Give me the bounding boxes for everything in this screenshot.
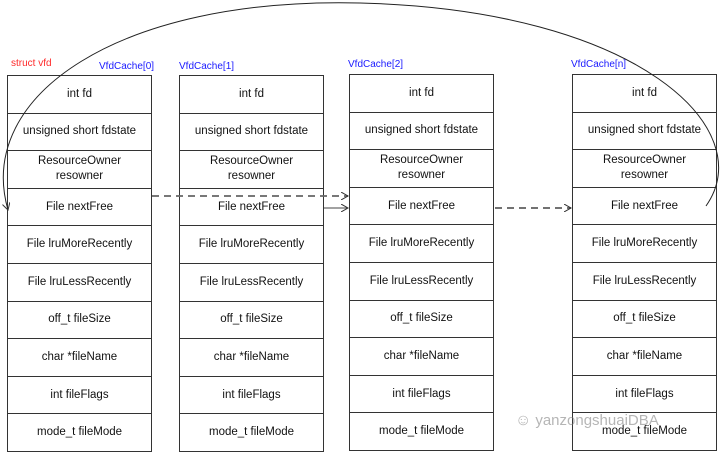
cache-label-1: VfdCache[1] [179, 61, 235, 72]
field-row: int fd [8, 76, 151, 114]
field-row: char *fileName [573, 338, 716, 376]
struct-label: struct vfd [11, 58, 52, 69]
field-row: unsigned short fdstate [573, 113, 716, 151]
field-row: char *fileName [350, 338, 493, 376]
field-row: int fileFlags [180, 377, 323, 415]
field-row: File nextFree [573, 188, 716, 226]
field-row: int fd [573, 75, 716, 113]
field-row: mode_t fileMode [180, 414, 323, 452]
field-row: mode_t fileMode [350, 413, 493, 451]
field-row: int fileFlags [573, 376, 716, 414]
field-row: File lruMoreRecently [180, 226, 323, 264]
field-row: File nextFree [8, 189, 151, 227]
field-row: int fileFlags [350, 376, 493, 414]
field-row: ResourceOwner resowner [573, 150, 716, 188]
watermark-text: yanzongshuaiDBA [535, 412, 659, 429]
field-row: int fd [350, 75, 493, 113]
field-row: File lruLessRecently [573, 263, 716, 301]
field-row: off_t fileSize [8, 302, 151, 340]
field-row: File lruLessRecently [8, 264, 151, 302]
field-row: off_t fileSize [180, 302, 323, 340]
field-row: unsigned short fdstate [8, 114, 151, 152]
field-row: ResourceOwner resowner [350, 150, 493, 188]
field-row: char *fileName [180, 339, 323, 377]
field-row: off_t fileSize [350, 301, 493, 339]
field-row: unsigned short fdstate [180, 114, 323, 152]
field-row: File lruMoreRecently [350, 225, 493, 263]
cache-label-n: VfdCache[n] [571, 59, 627, 70]
field-row: unsigned short fdstate [350, 113, 493, 151]
field-row: ResourceOwner resowner [8, 151, 151, 189]
field-row: mode_t fileMode [573, 413, 716, 451]
field-row: File lruMoreRecently [8, 226, 151, 264]
watermark: ☺yanzongshuaiDBA [515, 412, 659, 430]
cache-label-0: VfdCache[0] [99, 61, 155, 72]
field-row: int fd [180, 76, 323, 114]
field-row: File lruMoreRecently [573, 225, 716, 263]
field-row: File lruLessRecently [180, 264, 323, 302]
field-row: char *fileName [8, 339, 151, 377]
cache-label-2: VfdCache[2] [348, 59, 404, 70]
field-row: ResourceOwner resowner [180, 151, 323, 189]
field-row: int fileFlags [8, 377, 151, 415]
field-row: off_t fileSize [573, 301, 716, 339]
field-row: File nextFree [350, 188, 493, 226]
field-row: File nextFree [180, 189, 323, 227]
field-row: File lruLessRecently [350, 263, 493, 301]
field-row: mode_t fileMode [8, 414, 151, 452]
wechat-icon: ☺ [515, 412, 532, 429]
